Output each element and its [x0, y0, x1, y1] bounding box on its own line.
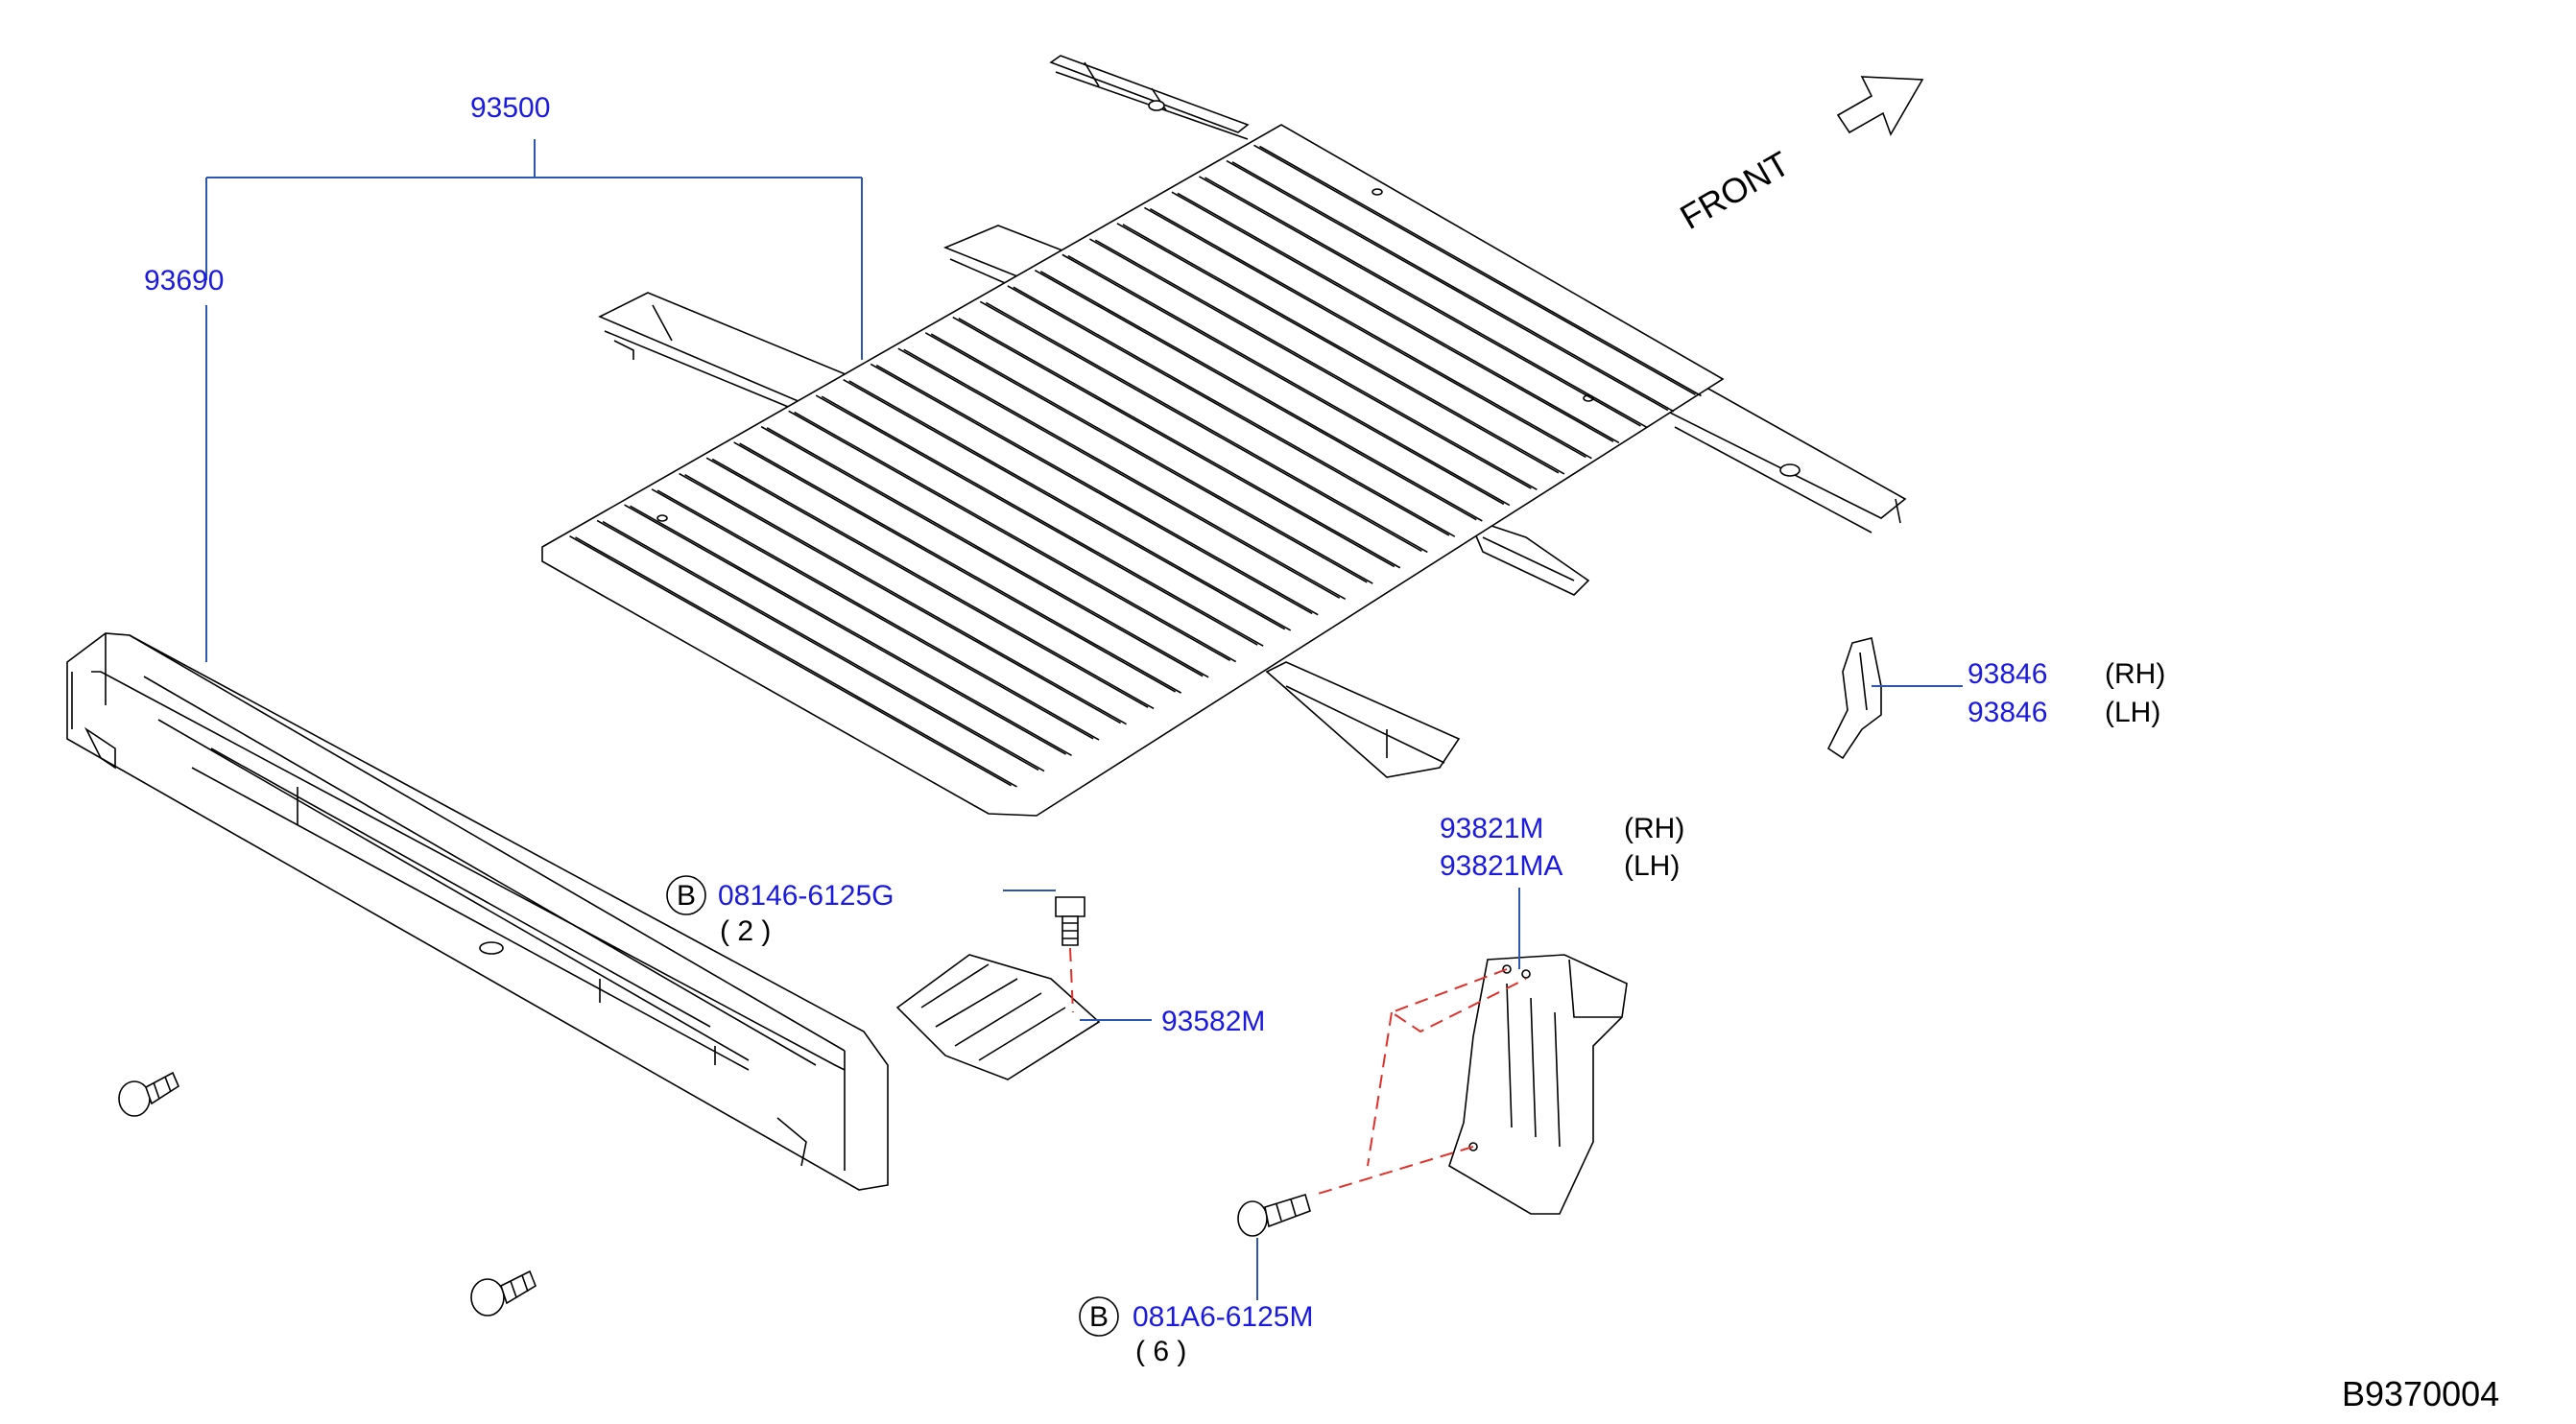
floor-rib	[1226, 159, 1669, 412]
floor-rib	[1034, 269, 1477, 521]
floor-rib	[1231, 161, 1675, 413]
cross-member-lower-right	[1467, 516, 1590, 596]
floor-rib	[1199, 176, 1641, 427]
floor-rib	[843, 379, 1286, 630]
floor-rib	[821, 395, 1264, 647]
floor-rib	[624, 504, 1066, 755]
floor-rib	[930, 333, 1373, 584]
dash-gusset-side	[1367, 1011, 1393, 1167]
floor-rib	[794, 411, 1237, 663]
floor-rib	[924, 332, 1368, 583]
floor-rib	[815, 394, 1258, 646]
floor-rib	[903, 348, 1347, 601]
floor-rib	[848, 380, 1292, 631]
label-93500: 93500	[470, 92, 550, 124]
bolt2-marker-circle	[1079, 1296, 1119, 1337]
label-08146-qty: ( 2 )	[720, 915, 771, 947]
floor-rib	[1094, 239, 1538, 490]
floor-rib	[897, 347, 1341, 599]
leader-lines	[205, 139, 1963, 1300]
assembly-dashed-lines	[1069, 947, 1527, 1196]
bolt-081a6-icon	[1237, 1193, 1311, 1237]
floor-rib	[651, 488, 1094, 740]
floor-rib	[985, 301, 1428, 554]
label-93821m: 93821M	[1440, 813, 1543, 844]
floor-rib	[1088, 238, 1532, 489]
label-93690: 93690	[144, 265, 224, 297]
floor-rib	[875, 364, 1319, 616]
front-arrow-icon	[1836, 76, 1924, 136]
floor-rib	[1177, 192, 1620, 444]
floor-rib	[602, 520, 1045, 772]
floor-rib	[684, 474, 1127, 725]
side-sill	[66, 632, 889, 1191]
floor-rib	[870, 363, 1313, 615]
floor-rib	[575, 536, 1017, 788]
front-label: FRONT	[1674, 143, 1797, 237]
dash-gusset-top	[1389, 968, 1527, 1033]
floor-rib	[760, 425, 1204, 677]
floor-rib	[1122, 224, 1565, 475]
bolt1-marker-circle	[666, 875, 706, 915]
gusset-93821m	[1448, 954, 1628, 1215]
floor-rib	[1061, 253, 1505, 506]
floor-rib	[979, 300, 1422, 552]
floor-rib	[1259, 145, 1702, 397]
floor-rib	[711, 458, 1155, 710]
floor-rib	[1013, 286, 1456, 537]
label-93846-rh-side: (RH)	[2105, 658, 2165, 690]
floor-rib	[569, 535, 1012, 787]
cross-member-rear	[1049, 55, 1250, 140]
floor-rib	[1007, 285, 1450, 536]
floor-rib	[705, 457, 1149, 708]
diagram-code: B9370004	[2342, 1374, 2499, 1413]
label-93846-lh: 93846	[1968, 697, 2047, 728]
floor-rib	[1144, 206, 1586, 459]
floor-rib	[679, 472, 1121, 724]
floor-rib	[656, 489, 1100, 741]
floor-rib	[739, 442, 1182, 694]
bracket-93846	[1826, 637, 1882, 760]
floor-rib	[733, 441, 1177, 693]
label-08146-6125g: 08146-6125G	[718, 880, 894, 912]
floor-rib	[1171, 191, 1614, 442]
floor-rib	[630, 505, 1072, 757]
label-081a6-6125m: 081A6-6125M	[1133, 1301, 1313, 1333]
floor-rib	[1253, 144, 1696, 395]
floor-rib	[788, 410, 1231, 662]
bolt-loose-bottom-icon	[470, 1270, 537, 1317]
leader-93500	[206, 139, 863, 360]
floor-rib	[596, 519, 1039, 771]
label-081a6-qty: ( 6 )	[1135, 1336, 1186, 1367]
label-93821ma: 93821MA	[1440, 850, 1562, 882]
bolt1-marker: B	[677, 880, 696, 912]
floor-ribs	[569, 144, 1702, 788]
bracket-93582m	[895, 954, 1101, 1080]
dash-gusset-bottom	[1314, 1146, 1474, 1196]
floor-rib	[1116, 223, 1560, 474]
bolt2-marker: B	[1089, 1301, 1109, 1333]
cross-member-bottom	[1265, 661, 1461, 778]
bolt-loose-left-icon	[118, 1071, 180, 1117]
floor-rib	[1205, 177, 1647, 428]
floor-rib	[958, 318, 1401, 569]
floor-rib	[1067, 254, 1511, 507]
label-93846-rh: 93846	[1968, 658, 2047, 690]
floor-rib	[1039, 271, 1483, 522]
label-93582m: 93582M	[1161, 1006, 1265, 1037]
label-93846-lh-side: (LH)	[2105, 697, 2160, 728]
floor-rib	[766, 427, 1209, 678]
dash-bolt1	[1069, 947, 1074, 1013]
cross-member-right	[1658, 388, 1907, 534]
label-93821ma-side: (LH)	[1624, 850, 1680, 882]
floor-panel	[541, 124, 1725, 817]
bolt-08146-icon	[1055, 896, 1085, 946]
label-93821m-side: (RH)	[1624, 813, 1684, 844]
floor-rib	[1150, 207, 1592, 460]
floor-rib	[952, 316, 1395, 568]
